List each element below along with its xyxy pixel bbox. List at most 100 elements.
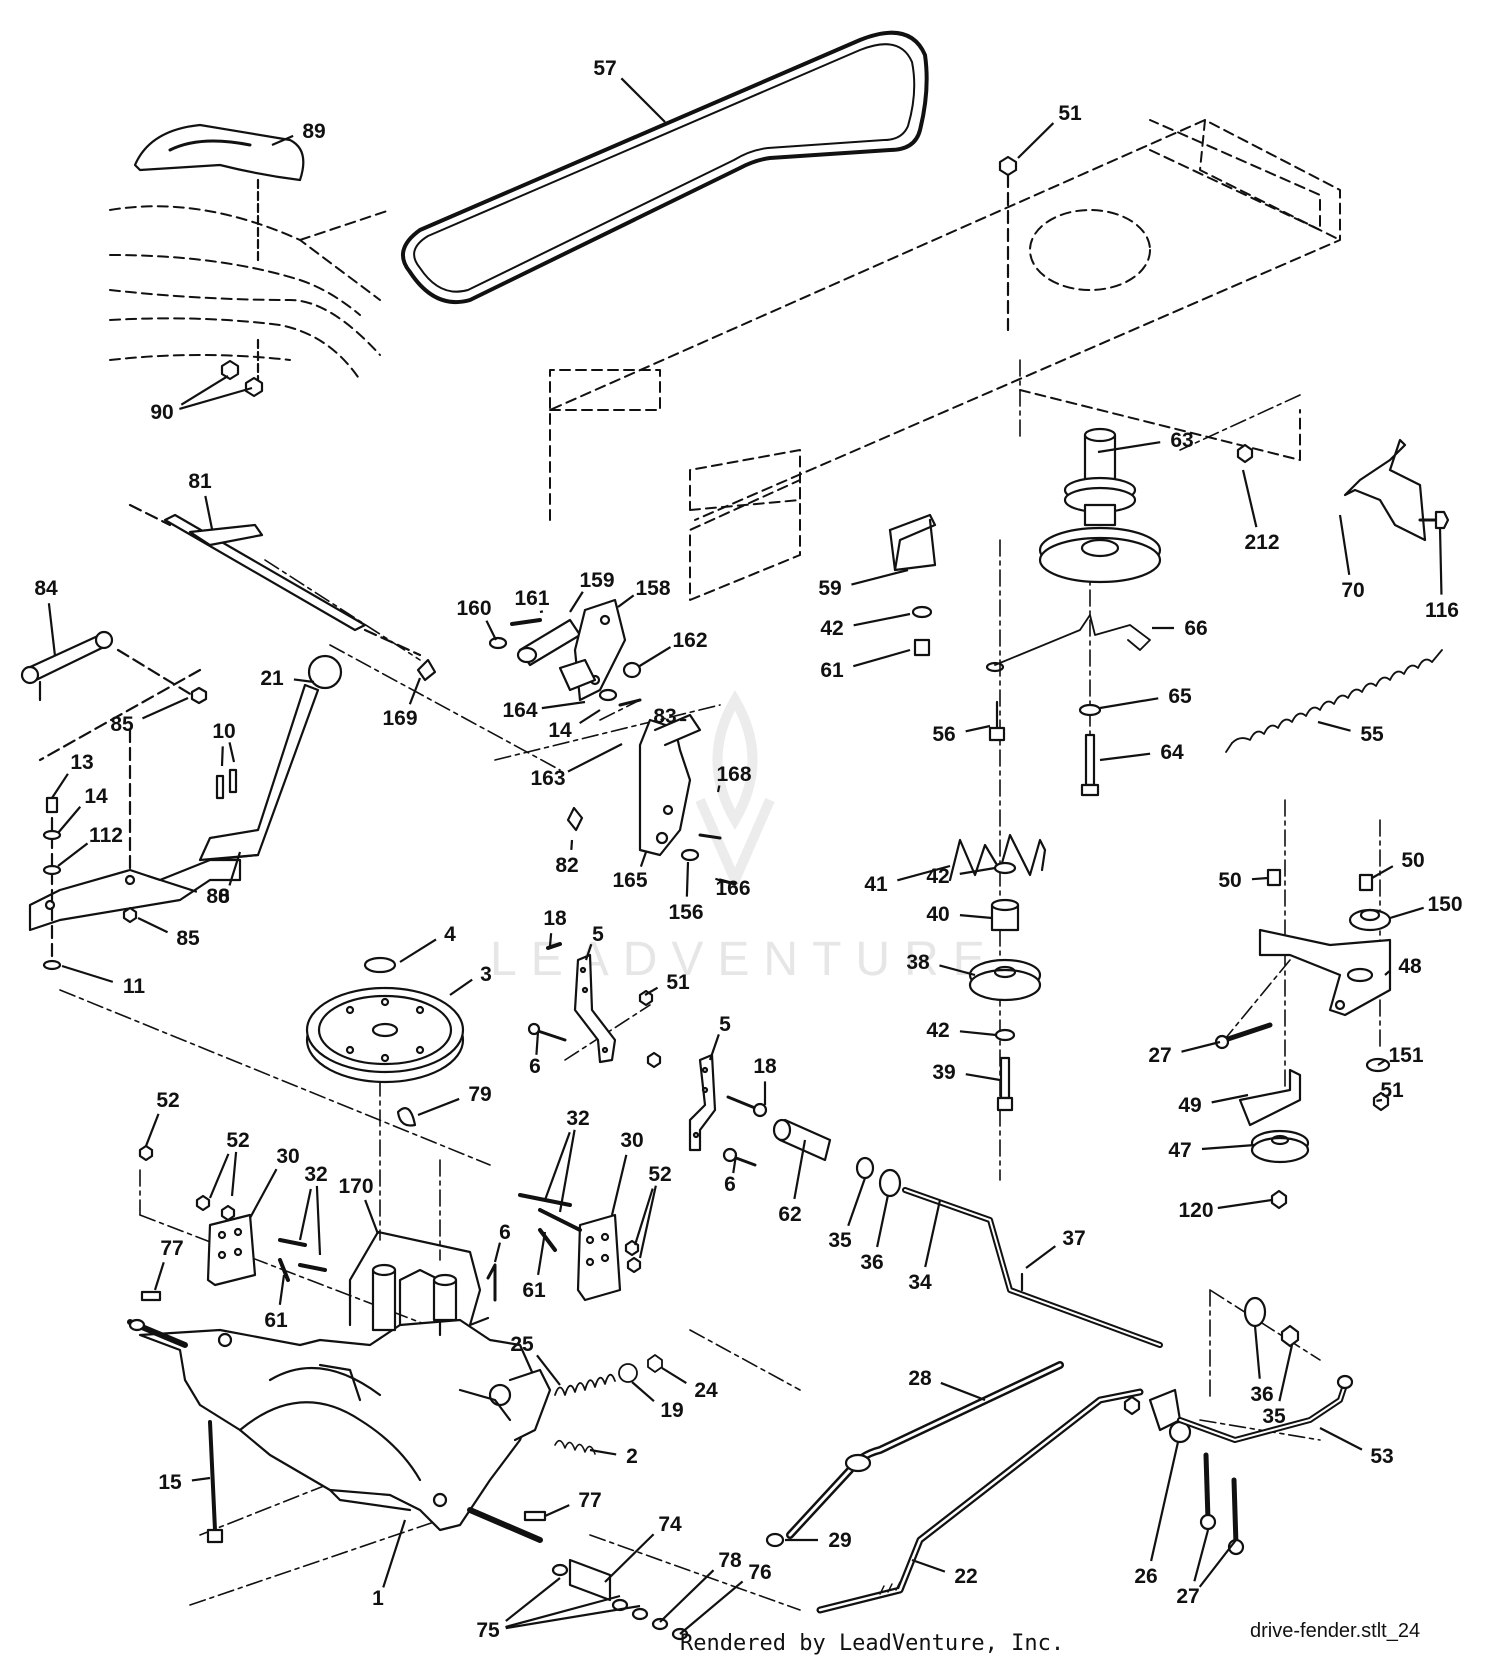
callout-leader-line <box>58 843 88 866</box>
callout-leader-line <box>660 1570 714 1622</box>
callout-label: 63 <box>1170 429 1193 452</box>
callout-label: 38 <box>906 951 930 974</box>
callout-leader-line <box>1018 123 1053 158</box>
callout-leader-line <box>210 1154 228 1198</box>
callout-label: 6 <box>499 1221 511 1244</box>
callout-label: 5 <box>719 1013 731 1036</box>
callout-leader-line <box>1026 1246 1055 1268</box>
callout-label: 28 <box>908 1367 932 1390</box>
callout-leader-line <box>418 1099 459 1115</box>
callout-label: 30 <box>620 1129 643 1152</box>
callout-leader-line <box>851 570 908 585</box>
callout-label: 162 <box>672 629 707 652</box>
callout-label: 159 <box>579 569 614 592</box>
callout-leader-line <box>365 1200 378 1234</box>
callout-leader-line <box>1100 754 1150 760</box>
callout-fan-line <box>317 1186 320 1255</box>
wire-bracket-70 <box>1345 440 1448 540</box>
callout-label: 10 <box>212 720 235 743</box>
callout-leader-line <box>718 786 719 792</box>
rod-53-end <box>1338 1376 1352 1388</box>
callout-label: 116 <box>1425 599 1459 622</box>
callout-leader-line <box>1100 698 1158 708</box>
callout-label: 14 <box>84 785 108 808</box>
bolts-10 <box>217 770 236 798</box>
callout-label: 36 <box>860 1251 883 1274</box>
callout-label: 6 <box>724 1173 736 1196</box>
callout-label: 52 <box>226 1129 249 1152</box>
callout-leader-line <box>538 1232 545 1275</box>
callout-label: 158 <box>635 577 670 600</box>
callout-label: 30 <box>276 1145 299 1168</box>
callout-leader-line <box>142 698 188 718</box>
callout-label: 168 <box>716 763 751 786</box>
callout-label: 14 <box>548 719 572 742</box>
callout-label: 85 <box>110 713 134 736</box>
callout-label: 83 <box>653 705 676 728</box>
callout-label: 22 <box>954 1565 977 1588</box>
callout-leader-line <box>925 1200 940 1267</box>
callout-label: 169 <box>382 707 417 730</box>
callout-label: 47 <box>1168 1139 1191 1162</box>
watermark-logo <box>700 700 770 880</box>
callout-label: 29 <box>828 1529 851 1552</box>
callout-label: 15 <box>158 1471 182 1494</box>
callout-leader-line <box>542 702 585 708</box>
fender-outline <box>110 206 390 380</box>
callout-leader-line <box>222 746 223 766</box>
callout-fan-line <box>1200 1540 1236 1587</box>
callout-label: 76 <box>748 1561 771 1584</box>
callout-label: 37 <box>1062 1227 1085 1250</box>
callout-label: 65 <box>1168 685 1192 708</box>
callout-label: 25 <box>510 1333 534 1356</box>
drive-belt-inner <box>414 44 914 292</box>
callout-leader-line <box>853 650 910 666</box>
spring-55 <box>1226 650 1442 752</box>
callout-label: 75 <box>476 1619 500 1642</box>
rendered-by-text: Rendered by LeadVenture, Inc. <box>680 1631 1064 1656</box>
callout-label: 49 <box>1178 1094 1201 1117</box>
callout-leader-line <box>192 1478 210 1480</box>
callout-label: 112 <box>89 824 123 847</box>
callout-label: 13 <box>70 751 93 774</box>
callout-label: 42 <box>926 865 949 888</box>
callout-leader-line <box>205 496 212 529</box>
transaxle-1 <box>130 1265 550 1542</box>
diagram-filename: drive-fender.stlt_24 <box>1250 1620 1420 1642</box>
callout-label: 77 <box>160 1237 183 1260</box>
callout-leader-line <box>450 980 472 995</box>
bracket-80 <box>30 670 240 969</box>
rod-84 <box>22 632 206 703</box>
shift-cover-89 <box>135 125 303 390</box>
callout-label: 61 <box>522 1279 546 1302</box>
callout-leader-line <box>383 1520 405 1587</box>
callout-leader-line <box>1390 908 1424 918</box>
callout-label: 8 <box>218 885 230 908</box>
callout-label: 32 <box>566 1107 589 1130</box>
callout-label: 19 <box>660 1399 683 1422</box>
callout-label: 5 <box>592 923 604 946</box>
callout-label: 42 <box>926 1019 949 1042</box>
callout-leader-line <box>545 1505 569 1516</box>
callout-leader-line <box>571 840 572 850</box>
callout-label: 52 <box>648 1163 671 1186</box>
callout-label: 26 <box>1134 1565 1157 1588</box>
nut-212 <box>1238 445 1252 462</box>
washer-36-right <box>1245 1298 1265 1326</box>
rod-28-collar <box>846 1455 870 1471</box>
callout-leader-line <box>58 807 80 833</box>
callout-label: 55 <box>1360 723 1384 746</box>
rod-22 <box>820 1392 1140 1610</box>
wire-66 <box>995 615 1150 665</box>
callout-label: 50 <box>1218 869 1241 892</box>
callout-label: 61 <box>820 659 844 682</box>
callout-label: 35 <box>1262 1405 1286 1428</box>
callout-label: 51 <box>1058 102 1082 125</box>
pedal-rod-34-inner <box>905 1190 1160 1345</box>
callout-leader-line <box>545 1132 570 1200</box>
callout-leader-line <box>1255 1326 1260 1379</box>
sleeve-62 <box>774 1120 900 1196</box>
callout-label: 70 <box>1341 579 1364 602</box>
